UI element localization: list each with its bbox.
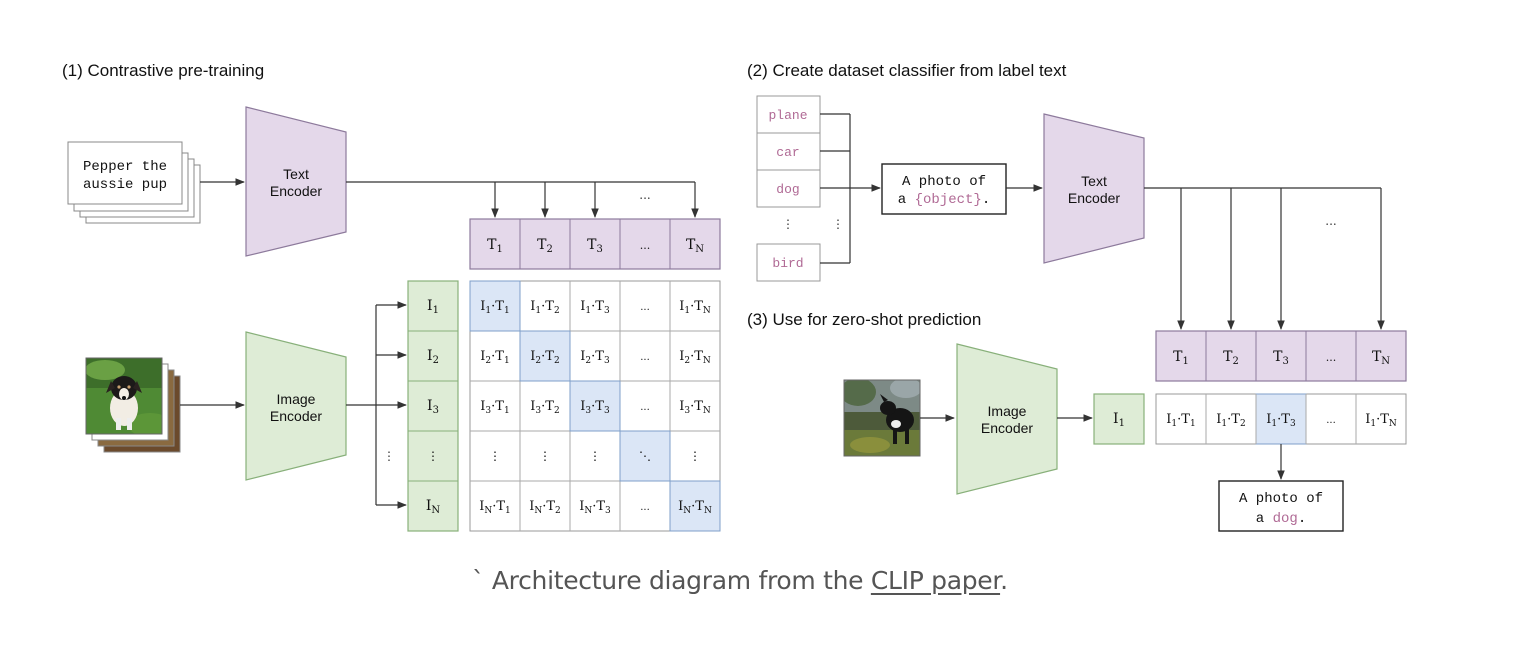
- image-input-stack: [85, 357, 181, 453]
- text-embedding-row-1: T1 T2 T3 ... TN: [469, 218, 721, 270]
- cell-i2-t2: I2·T2: [530, 349, 559, 366]
- label-connector-vdots: ⋮: [832, 217, 844, 231]
- image-embedding-column: I1 I2 I3 ⋮ IN: [407, 280, 459, 532]
- label-connectors: [820, 113, 881, 264]
- caption-suffix: .: [1000, 566, 1008, 595]
- image-encoder-3-line-1: Image: [988, 403, 1027, 419]
- text-row-dots-2: ...: [1325, 214, 1336, 228]
- zero-shot-similarity-row: I1·T1 I1·T2 I1·T3 ... I1·TN: [1155, 393, 1407, 445]
- matrix-diag-2: [520, 331, 570, 381]
- prompt-template-line-1: A photo of: [902, 174, 986, 190]
- section3-title: (3) Use for zero-shot prediction: [747, 310, 981, 329]
- image-encoder-1: Image Encoder: [245, 331, 347, 481]
- text-input-line-2: aussie pup: [83, 177, 167, 193]
- image-encoder-1-line-2: Encoder: [270, 408, 322, 424]
- prediction-output: A photo of a dog.: [1218, 480, 1344, 532]
- cell-vdots-1: ⋮: [489, 449, 501, 463]
- text-encoder-1-line-1: Text: [283, 166, 309, 182]
- text-encoder-2-line-1: Text: [1081, 173, 1107, 189]
- prompt-template-line-2: a {object}.: [898, 192, 990, 208]
- cell-in-ellipsis: ...: [640, 502, 650, 513]
- matrix-diag-1: [470, 281, 520, 331]
- similarity-matrix: I1·T1 I1·T2 I1·T3 ... I1·TN I2·T1 I2·T2 …: [469, 280, 721, 532]
- image-encoder-1-connectors: [346, 301, 407, 509]
- text-embedding-row-2: T1 T2 T3 ... TN: [1155, 330, 1407, 382]
- matrix-diag-3: [570, 381, 620, 431]
- image-embedding-i2: I2: [427, 348, 439, 366]
- image-encoder-3: Image Encoder: [956, 343, 1058, 495]
- label-list-vdots: ⋮: [782, 217, 794, 231]
- cell-i3-ellipsis: ...: [640, 402, 650, 413]
- dog-photo: [844, 380, 920, 456]
- text-encoder-1-connectors: [346, 181, 699, 218]
- prediction-line-1: A photo of: [1239, 491, 1323, 507]
- cell-i2-ellipsis: ...: [640, 352, 650, 363]
- text-encoder-2: Text Encoder: [1043, 113, 1145, 264]
- cell-i3-t2: I3·T2: [530, 399, 559, 416]
- text-input-stack: Pepper the aussie pup: [67, 141, 201, 224]
- cell-vdots-5: ⋮: [689, 449, 701, 463]
- text-encoder-2-line-2: Encoder: [1068, 190, 1120, 206]
- figure-caption: ` Architecture diagram from the CLIP pap…: [472, 566, 1008, 595]
- matrix-diag-4: [620, 431, 670, 481]
- text-row-dots-1: ...: [639, 188, 650, 202]
- image-embedding-vdots: ⋮: [427, 449, 439, 463]
- matrix-diag-5: [670, 481, 720, 531]
- label-list: plane car dog bird ⋮ ⋮: [756, 95, 844, 282]
- image-encoder-3-line-2: Encoder: [981, 420, 1033, 436]
- prompt-template: A photo of a {object}.: [881, 163, 1007, 215]
- text-encoder-1: Text Encoder: [245, 106, 347, 257]
- text-embedding-ellipsis: ...: [640, 239, 651, 252]
- text2-embedding-ellipsis: ...: [1326, 351, 1337, 364]
- cell-vdots-3: ⋮: [589, 449, 601, 463]
- cell-vdots-2: ⋮: [539, 449, 551, 463]
- image-embedding-i3: I3: [427, 398, 439, 416]
- text-input-line-1: Pepper the: [83, 159, 167, 175]
- label-plane: plane: [768, 108, 807, 123]
- section2-title: (2) Create dataset classifier from label…: [747, 61, 1067, 80]
- puppy-photo: [86, 358, 162, 434]
- cell-i1-ellipsis: ...: [640, 302, 650, 313]
- zero-shot-image-embedding: I1: [1093, 393, 1145, 445]
- text-encoder-1-line-2: Encoder: [270, 183, 322, 199]
- image-col-vdots-left: ⋮: [383, 449, 395, 463]
- zs-cell-ellipsis: ...: [1326, 415, 1336, 426]
- label-bird: bird: [772, 256, 803, 271]
- caption-prefix: ` Architecture diagram from the: [472, 566, 871, 595]
- section1-title: (1) Contrastive pre-training: [62, 61, 264, 80]
- zero-shot-i1: I1: [1113, 411, 1125, 429]
- image-encoder-1-line-1: Image: [277, 391, 316, 407]
- image-embedding-i1: I1: [427, 298, 439, 316]
- label-dog: dog: [776, 182, 799, 197]
- clip-paper-link[interactable]: CLIP paper: [870, 566, 1001, 595]
- text-encoder-2-connectors: [1144, 187, 1385, 330]
- cell-ddots: ⋱: [639, 449, 651, 463]
- label-car: car: [776, 145, 799, 160]
- prediction-line-2: a dog.: [1256, 511, 1306, 527]
